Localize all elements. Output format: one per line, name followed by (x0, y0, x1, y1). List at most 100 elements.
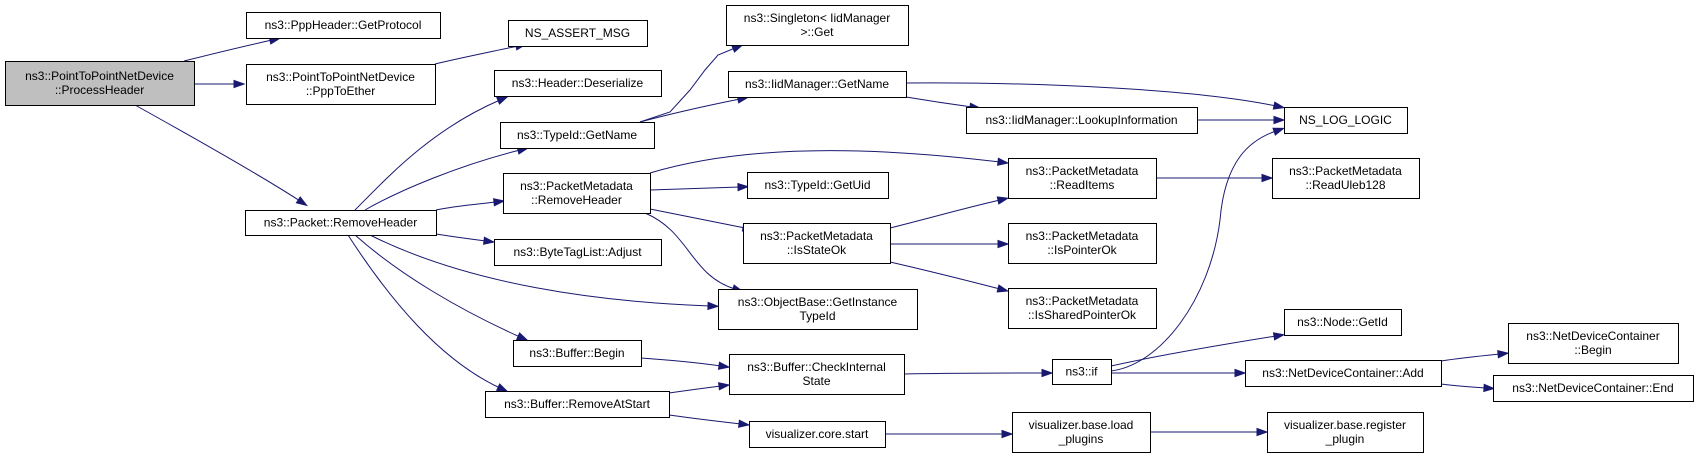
node-visualizer-core-start[interactable]: visualizer.core.start (749, 421, 886, 448)
edge-line (640, 357, 722, 367)
edge-line (905, 96, 973, 108)
edge-buffer-checkinternalstate-to-ns3-if (903, 368, 1054, 378)
edge-line (639, 47, 736, 123)
node-box (728, 71, 907, 98)
edge-line (668, 385, 722, 394)
node-ns3-if[interactable]: ns3::if (1052, 359, 1112, 385)
node-pm-readitems[interactable]: ns3::PacketMetadata::ReadItems (1008, 158, 1157, 199)
node-iidmanager-getname[interactable]: ns3::IidManager::GetName (728, 71, 907, 98)
node-pm-isstateok[interactable]: ns3::PacketMetadata::IsStateOk (743, 223, 891, 264)
arrowhead-icon (515, 332, 529, 341)
node-box (246, 64, 436, 105)
node-header-deserialize[interactable]: ns3::Header::Deserialize (494, 70, 662, 97)
edge-pm-removeheader-to-pm-isstateok (649, 208, 755, 232)
node-label: _plugins (1058, 432, 1104, 446)
node-box (500, 122, 655, 149)
edge-line (889, 199, 1001, 229)
node-label: ns3::if (1065, 365, 1098, 379)
node-box (1052, 359, 1112, 385)
edge-line (644, 212, 736, 290)
arrowhead-icon (997, 157, 1010, 166)
edge-line (1440, 353, 1501, 362)
node-pm-readuleb128[interactable]: ns3::PacketMetadata::ReadUleb128 (1272, 158, 1420, 199)
node-typeid-getname[interactable]: ns3::TypeId::GetName (500, 122, 655, 149)
edge-pm-removeheader-to-pm-readitems (649, 150, 1010, 174)
edge-visualizer-base-load-plugins-to-visualizer-base-register-plugin (1149, 427, 1269, 437)
node-getprotocol[interactable]: ns3::PppHeader::GetProtocol (246, 12, 441, 39)
node-box (245, 210, 437, 236)
edge-line (354, 99, 501, 211)
node-buffer-begin[interactable]: ns3::Buffer::Begin (513, 340, 642, 367)
edge-packet-removeheader-to-buffer-begin (354, 234, 529, 341)
node-label: ns3::NetDeviceContainer (1526, 329, 1659, 343)
node-iidmanager-lookupinformation[interactable]: ns3::IidManager::LookupInformation (966, 107, 1198, 134)
edge-line (1110, 335, 1277, 367)
node-label: ns3::TypeId::GetUid (764, 178, 870, 192)
node-pm-removeheader[interactable]: ns3::PacketMetadata::RemoveHeader (503, 173, 651, 214)
node-buffer-removeatstart[interactable]: ns3::Buffer::RemoveAtStart (485, 391, 670, 418)
node-label: ::PppToEther (306, 84, 375, 98)
node-ppptoether[interactable]: ns3::PointToPointNetDevice::PppToEther (246, 64, 436, 105)
node-box (1508, 323, 1679, 364)
nodes-layer: ns3::PointToPointNetDevice::ProcessHeade… (5, 5, 1694, 453)
node-bytetaglist-adjust[interactable]: ns3::ByteTagList::Adjust (494, 239, 662, 266)
node-label: ns3::TypeId::GetName (517, 128, 637, 142)
node-label: ns3::Packet::RemoveHeader (264, 216, 417, 230)
edge-pm-isstateok-to-pm-ispointerok (890, 239, 1010, 249)
node-ns-assert-msg[interactable]: NS_ASSERT_MSG (508, 20, 648, 47)
edge-ns3-if-to-netdevicecontainer-add (1111, 368, 1247, 378)
node-packet-removeheader[interactable]: ns3::Packet::RemoveHeader (245, 210, 437, 236)
node-label: ::ReadUleb128 (1305, 178, 1385, 192)
node-box (1284, 107, 1408, 134)
node-processheader[interactable]: ns3::PointToPointNetDevice::ProcessHeade… (5, 61, 195, 106)
node-typeid-getuid[interactable]: ns3::TypeId::GetUid (747, 172, 889, 199)
node-pm-issharedpointerok[interactable]: ns3::PacketMetadata::IsSharedPointerOk (1008, 288, 1157, 329)
edge-buffer-removeatstart-to-buffer-checkinternalstate (668, 382, 731, 394)
node-box (508, 20, 648, 47)
arrowhead-icon (737, 182, 750, 192)
node-netdevicecontainer-begin[interactable]: ns3::NetDeviceContainer::Begin (1508, 323, 1679, 364)
node-label: visualizer.base.load (1029, 418, 1134, 432)
node-label: NS_LOG_LOGIC (1299, 113, 1392, 127)
edge-buffer-removeatstart-to-visualizer-core-start (668, 414, 751, 428)
arrowhead-icon (1272, 127, 1286, 136)
node-label: ns3::PacketMetadata (760, 229, 873, 243)
node-box (1008, 223, 1157, 264)
node-netdevicecontainer-add[interactable]: ns3::NetDeviceContainer::Add (1245, 360, 1442, 387)
node-label: ::IsPointerOk (1047, 243, 1117, 257)
edge-line (649, 150, 1001, 174)
edge-line (434, 45, 519, 65)
node-netdevicecontainer-end[interactable]: ns3::NetDeviceContainer::End (1493, 375, 1694, 402)
arrowhead-icon (483, 236, 496, 245)
node-visualizer-base-register-plugin[interactable]: visualizer.base.register_plugin (1267, 412, 1424, 453)
node-label: ns3::IidManager::LookupInformation (985, 113, 1177, 127)
edge-line (639, 98, 741, 123)
node-box (743, 223, 891, 264)
edge-typeid-getname-to-iidmanager-getname (639, 95, 750, 123)
node-box (1267, 412, 1424, 453)
node-box (513, 340, 642, 367)
arrowhead-icon (295, 196, 308, 207)
node-ns-log-logic[interactable]: NS_LOG_LOGIC (1284, 107, 1408, 134)
node-pm-ispointerok[interactable]: ns3::PacketMetadata::IsPointerOk (1008, 223, 1157, 264)
arrowhead-icon (996, 196, 1010, 205)
node-box (1284, 309, 1402, 336)
node-label: ns3::Node::GetId (1297, 315, 1388, 329)
arrowhead-icon (717, 361, 731, 370)
node-label: ns3::Singleton< IidManager (744, 11, 890, 25)
node-label: ::RemoveHeader (531, 193, 622, 207)
arrowhead-icon (738, 419, 751, 428)
node-label: ns3::PointToPointNetDevice (25, 69, 174, 83)
node-box (494, 70, 662, 97)
node-label: ns3::PacketMetadata (1289, 164, 1402, 178)
edge-pm-readitems-to-pm-readuleb128 (1156, 173, 1274, 183)
arrowhead-icon (718, 382, 731, 391)
node-label: ns3::PacketMetadata (520, 179, 633, 193)
node-singleton-get[interactable]: ns3::Singleton< IidManager>::Get (726, 5, 909, 46)
node-node-getid[interactable]: ns3::Node::GetId (1284, 309, 1402, 336)
node-visualizer-base-load-plugins[interactable]: visualizer.base.load_plugins (1012, 412, 1151, 453)
edge-line (354, 234, 521, 338)
arrowhead-icon (1256, 427, 1269, 437)
